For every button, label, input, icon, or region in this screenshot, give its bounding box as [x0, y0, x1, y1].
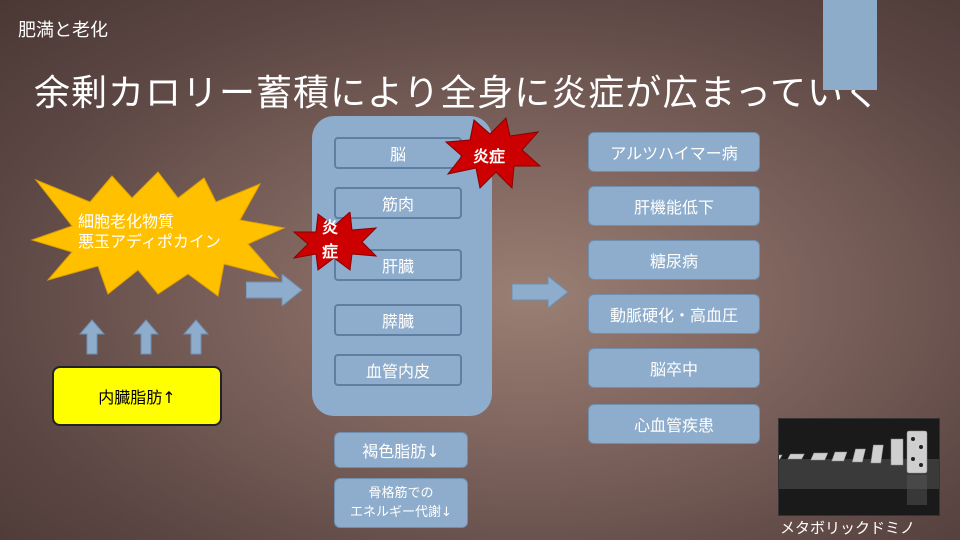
starburst-shape: [30, 171, 286, 297]
starburst-line-1: 細胞老化物質: [78, 212, 175, 231]
inflammation-label-side-bottom: 症: [322, 242, 339, 261]
visceral-fat-box: 内臓脂肪↑: [52, 366, 222, 426]
skeletal-muscle-metabolism-box: 骨格筋での エネルギー代謝↓: [334, 478, 468, 528]
organ-vascular-endothelium: 血管内皮: [334, 354, 462, 386]
inflammation-label-side-top: 炎: [322, 218, 339, 237]
slide-title: 余剰カロリー蓄積により全身に炎症が広まっていく: [34, 73, 882, 114]
starburst-label: 細胞老化物質 悪玉アディポカイン: [78, 212, 221, 252]
organ-pancreas: 膵臓: [334, 304, 462, 336]
disease-cardiovascular: 心血管疾患: [588, 404, 760, 444]
muscle-line-1: 骨格筋での: [368, 486, 434, 501]
domino-illustration: [779, 419, 939, 515]
inflammation-label-top: 炎症: [473, 147, 506, 166]
right-arrow-icon: [246, 274, 303, 306]
right-arrow-icon: [512, 276, 569, 308]
muscle-line-2: エネルギー代謝↓: [350, 505, 452, 520]
metabolic-domino-label: メタボリックドミノ: [780, 519, 916, 537]
up-arrow-icon: [78, 319, 106, 355]
organ-brain: 脳: [334, 137, 462, 169]
organ-liver: 肝臓: [334, 249, 462, 281]
inflammation-burst-side: [292, 212, 378, 271]
disease-alzheimers: アルツハイマー病: [588, 132, 760, 172]
corner-tab-decoration: [823, 0, 877, 90]
section-label: 肥満と老化: [18, 20, 108, 41]
up-arrow-icon: [182, 319, 210, 355]
disease-liver-dysfunction: 肝機能低下: [588, 186, 760, 226]
brown-fat-box: 褐色脂肪↓: [334, 432, 468, 468]
up-arrow-icon: [132, 319, 160, 355]
disease-arteriosclerosis-hypertension: 動脈硬化・高血圧: [588, 294, 760, 334]
domino-image: [778, 418, 940, 516]
organ-muscle: 筋肉: [334, 187, 462, 219]
up-arrows: [78, 319, 210, 355]
starburst-line-2: 悪玉アディポカイン: [78, 232, 221, 251]
disease-diabetes: 糖尿病: [588, 240, 760, 280]
inflammation-burst-top: [444, 117, 542, 190]
disease-stroke: 脳卒中: [588, 348, 760, 388]
